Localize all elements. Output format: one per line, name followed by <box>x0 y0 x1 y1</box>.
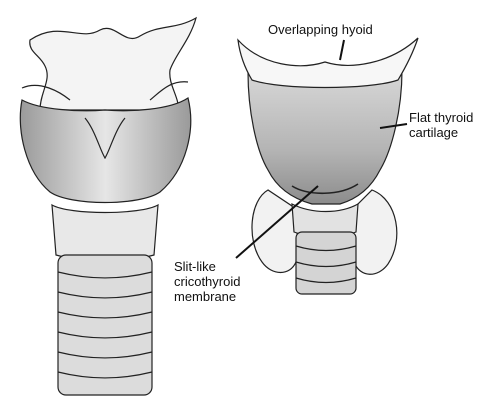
right-thyroid-cartilage <box>247 69 403 205</box>
label-cricothyroid-membrane: Slit-like cricothyroid membrane <box>174 259 240 304</box>
label-flat-thyroid-line2: cartilage <box>409 125 459 140</box>
left-larynx <box>19 16 197 396</box>
right-cricothyroid-slit <box>291 183 359 195</box>
left-thyroid-notch <box>84 117 126 160</box>
left-trachea <box>57 254 153 396</box>
right-hyoid <box>237 37 419 89</box>
right-trachea <box>295 231 357 295</box>
left-hyoid-horns <box>21 81 189 101</box>
left-cricoid <box>51 203 159 261</box>
leader-lines <box>235 39 408 259</box>
left-thyroid-cartilage <box>19 97 192 204</box>
label-cricothyroid-line1: Slit-like <box>174 259 216 274</box>
label-flat-thyroid-line1: Flat thyroid <box>409 110 474 125</box>
label-cricothyroid-line2: cricothyroid <box>174 274 241 289</box>
right-larynx <box>237 37 419 295</box>
label-flat-thyroid-cartilage: Flat thyroid cartilage <box>409 110 473 140</box>
right-side-lobe-right <box>351 189 398 275</box>
leader-line-cricothyroid <box>235 185 319 259</box>
leader-line-thyroid <box>379 123 408 129</box>
label-overlapping-hyoid: Overlapping hyoid <box>268 22 373 37</box>
leader-line-hyoid <box>339 39 345 61</box>
label-overlapping-hyoid-text: Overlapping hyoid <box>268 22 373 37</box>
left-epiglottis <box>29 16 197 111</box>
label-cricothyroid-line3: membrane <box>174 289 237 304</box>
right-side-lobe-left <box>251 189 299 274</box>
